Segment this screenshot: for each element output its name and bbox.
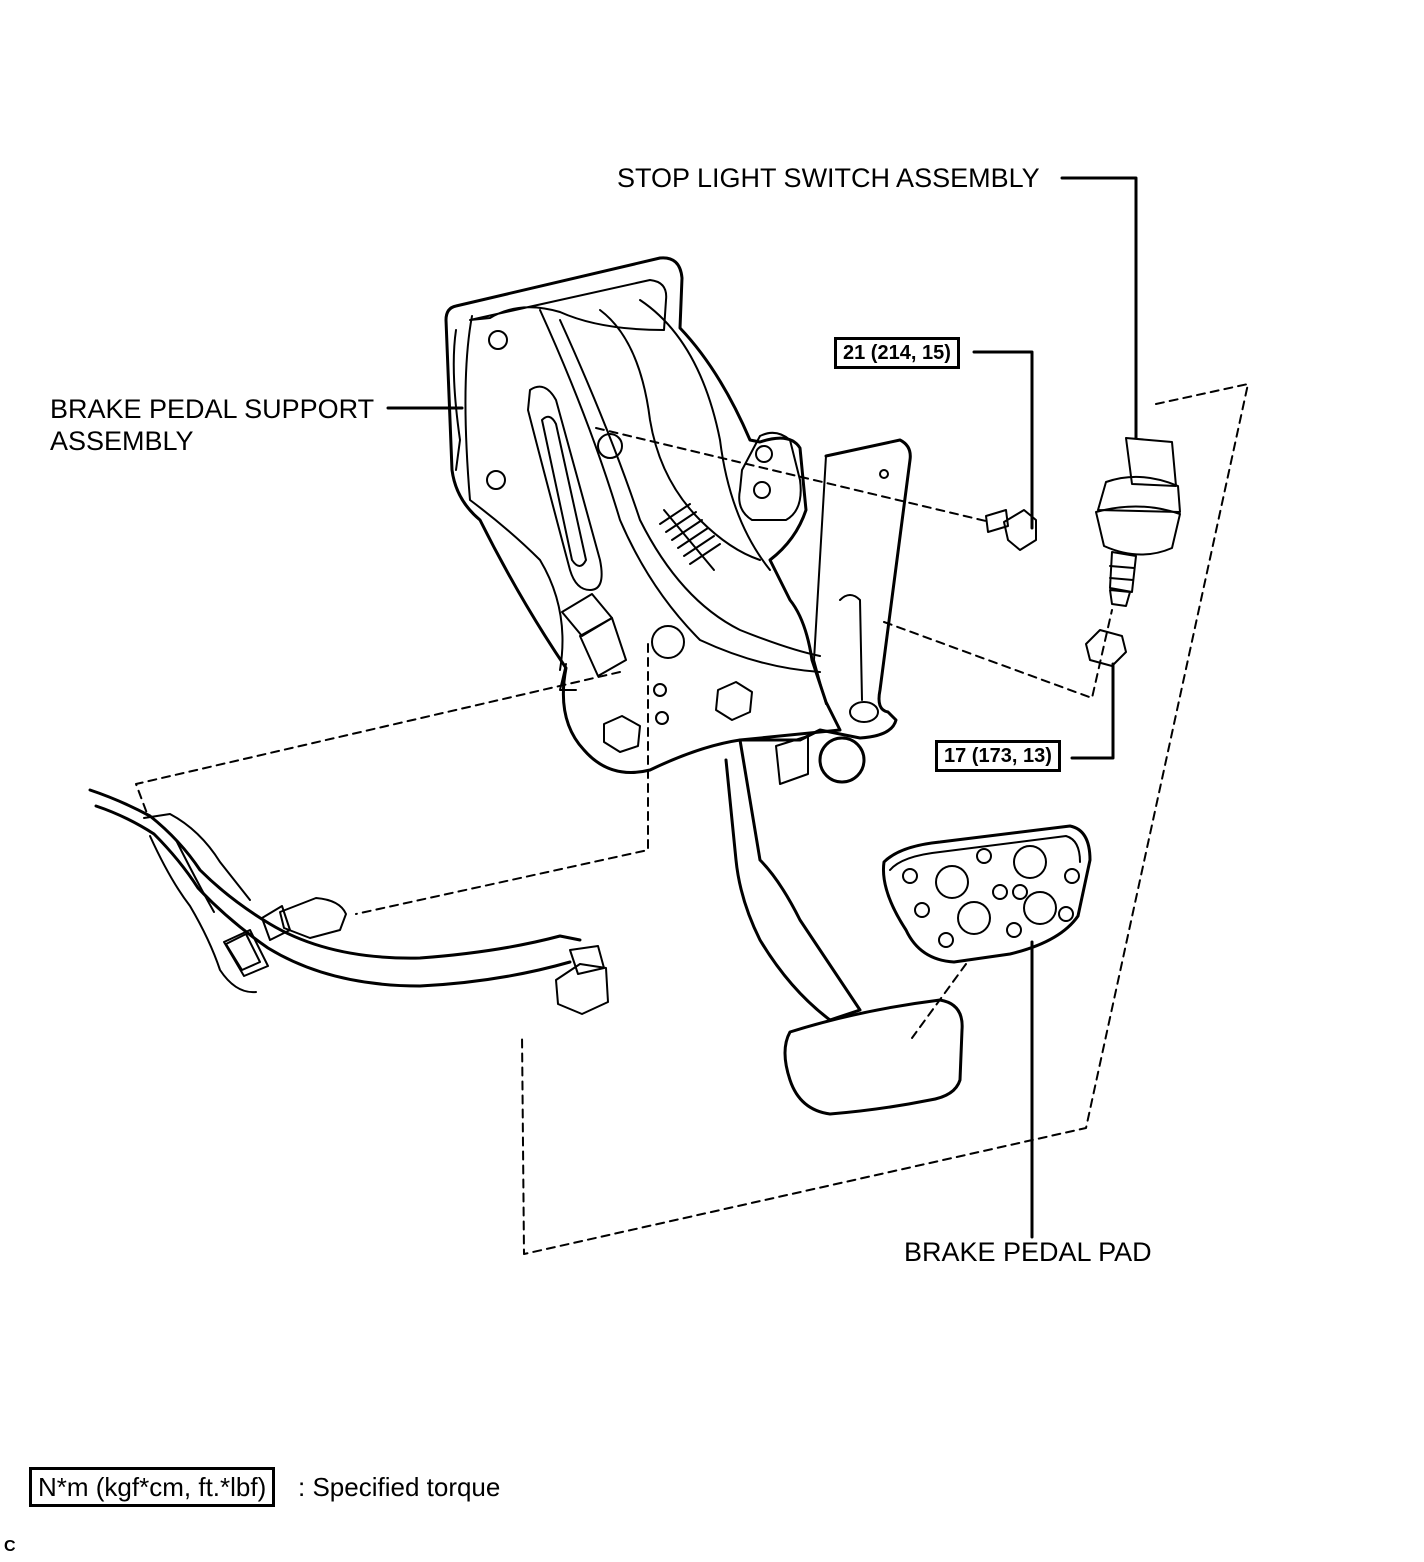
- wire-harness: [88, 788, 609, 1015]
- pedal-arm-hole: [879, 469, 889, 479]
- dashed-harness-left: [135, 671, 621, 817]
- bolt-head-lower-1: [715, 681, 753, 721]
- label-brake-pedal-pad: BRAKE PEDAL PAD: [904, 1237, 1152, 1267]
- harness-connector-left: [223, 929, 269, 977]
- dashed-nut-axis: [883, 609, 1113, 699]
- harness-clip: [261, 897, 347, 941]
- torque-spec-nut: 17 (173, 13): [935, 740, 1061, 772]
- torque-spec-bolt: 21 (214, 15): [834, 337, 960, 369]
- legend-specified-torque: : Specified torque: [298, 1472, 501, 1502]
- bracket-connector: [561, 593, 627, 677]
- stop-light-contact-pad: [849, 701, 879, 723]
- corner-mark: C: [4, 1538, 16, 1555]
- bolt-head-lower-2: [603, 715, 641, 753]
- brake-pedal-pad: [881, 824, 1092, 964]
- dashed-harness-right: [355, 643, 649, 915]
- dashed-lines: [135, 383, 1249, 1255]
- brake-pedal-support: [444, 256, 842, 774]
- dashed-outline-switch: [521, 383, 1249, 1255]
- label-stop-light-switch-assembly: STOP LIGHT SWITCH ASSEMBLY: [617, 163, 1040, 193]
- mounting-bolt: [985, 509, 1037, 551]
- leader-nut-torque: [1070, 662, 1115, 760]
- label-brake-pedal-support-line1: BRAKE PEDAL SUPPORT: [50, 394, 375, 424]
- lock-nut: [1085, 629, 1127, 667]
- harness-connector-right: [555, 945, 609, 1015]
- stop-light-switch: [1095, 437, 1181, 607]
- label-brake-pedal-support-line2: ASSEMBLY: [50, 426, 194, 456]
- leader-stop-light-switch: [1060, 176, 1138, 440]
- dashed-bolt-axis: [595, 427, 991, 523]
- legend-torque-units: N*m (kgf*cm, ft.*lbf): [29, 1467, 276, 1507]
- leader-lines: [386, 176, 1138, 1239]
- leader-bolt-torque: [972, 350, 1034, 530]
- return-spring: [659, 503, 721, 571]
- pedal-foot: [783, 998, 964, 1116]
- stopper-bumper: [818, 736, 866, 784]
- brake-pedal-arm: [724, 438, 912, 1022]
